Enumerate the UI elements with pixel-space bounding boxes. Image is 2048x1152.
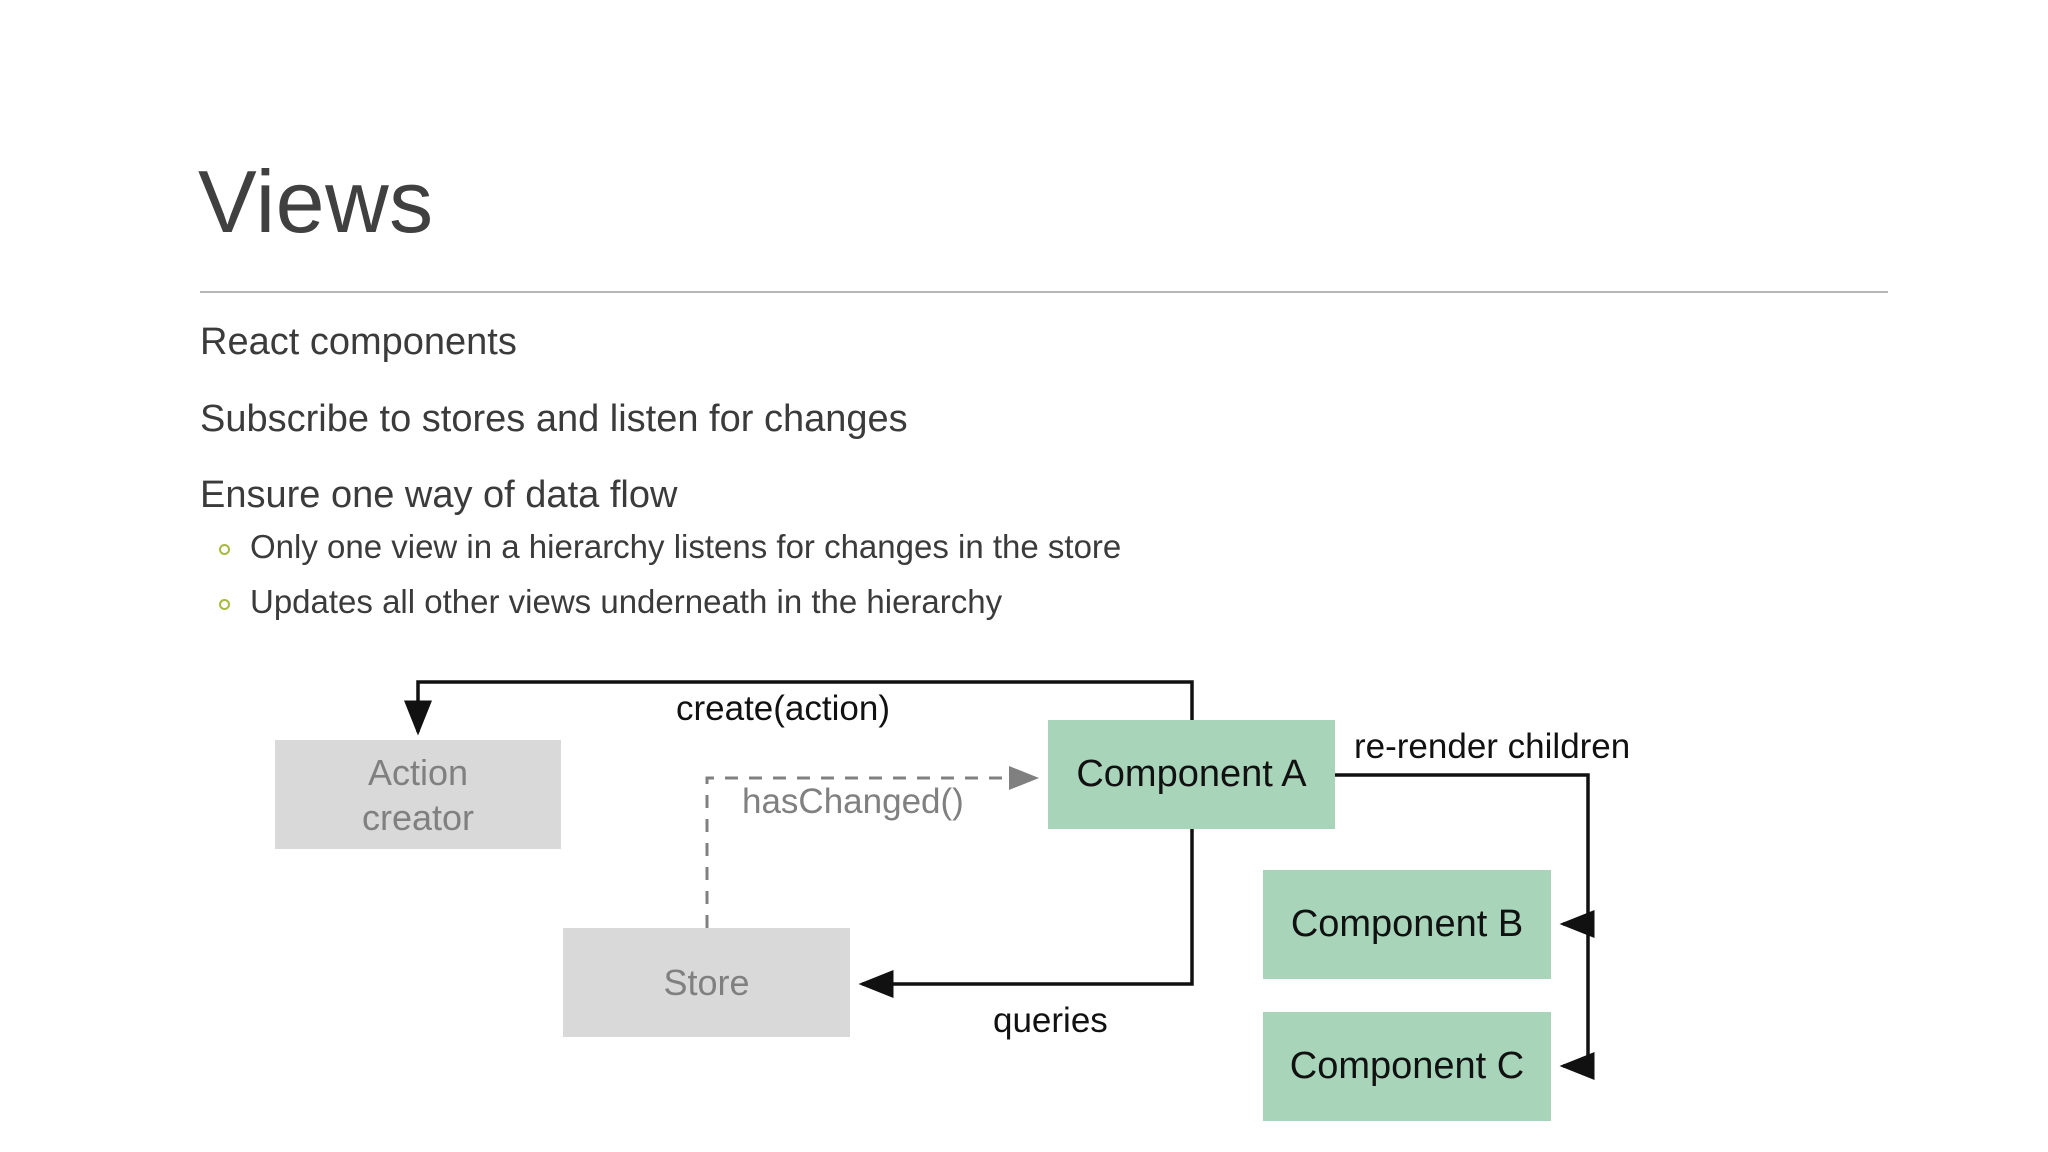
body-bullet-2: Ensure one way of data flow xyxy=(200,474,678,516)
diagram-node-label: Action creator xyxy=(361,751,475,838)
diagram-node-store[interactable]: Store xyxy=(563,928,850,1037)
edge-label-create-action: create(action) xyxy=(676,689,890,728)
diagram-node-label: Component B xyxy=(1290,902,1524,945)
edge-label-queries: queries xyxy=(993,1001,1108,1040)
diagram-node-component-c[interactable]: Component C xyxy=(1263,1012,1551,1121)
diagram-node-component-b[interactable]: Component B xyxy=(1263,870,1551,979)
edge-label-has-changed: hasChanged() xyxy=(742,782,964,821)
body-bullet-0: React components xyxy=(200,321,517,363)
title-divider xyxy=(200,291,1888,293)
diagram-node-label: Component C xyxy=(1289,1044,1525,1087)
edge-queries xyxy=(858,829,1194,998)
edge-label-re-render-children: re-render children xyxy=(1354,727,1631,766)
diagram-node-label: Store xyxy=(663,962,750,1003)
bullet-circle-icon xyxy=(219,544,230,555)
diagram-node-action-creator[interactable]: Action creator xyxy=(275,740,561,849)
diagram-node-component-a[interactable]: Component A xyxy=(1048,720,1335,829)
diagram-node-label: Component A xyxy=(1076,752,1307,795)
sub-bullet-0: Only one view in a hierarchy listens for… xyxy=(250,528,1122,565)
body-bullet-1: Subscribe to stores and listen for chang… xyxy=(200,398,908,440)
sub-bullet-1: Updates all other views underneath in th… xyxy=(250,583,1003,620)
bullet-circle-icon xyxy=(219,599,230,610)
page-title: Views xyxy=(198,152,434,251)
